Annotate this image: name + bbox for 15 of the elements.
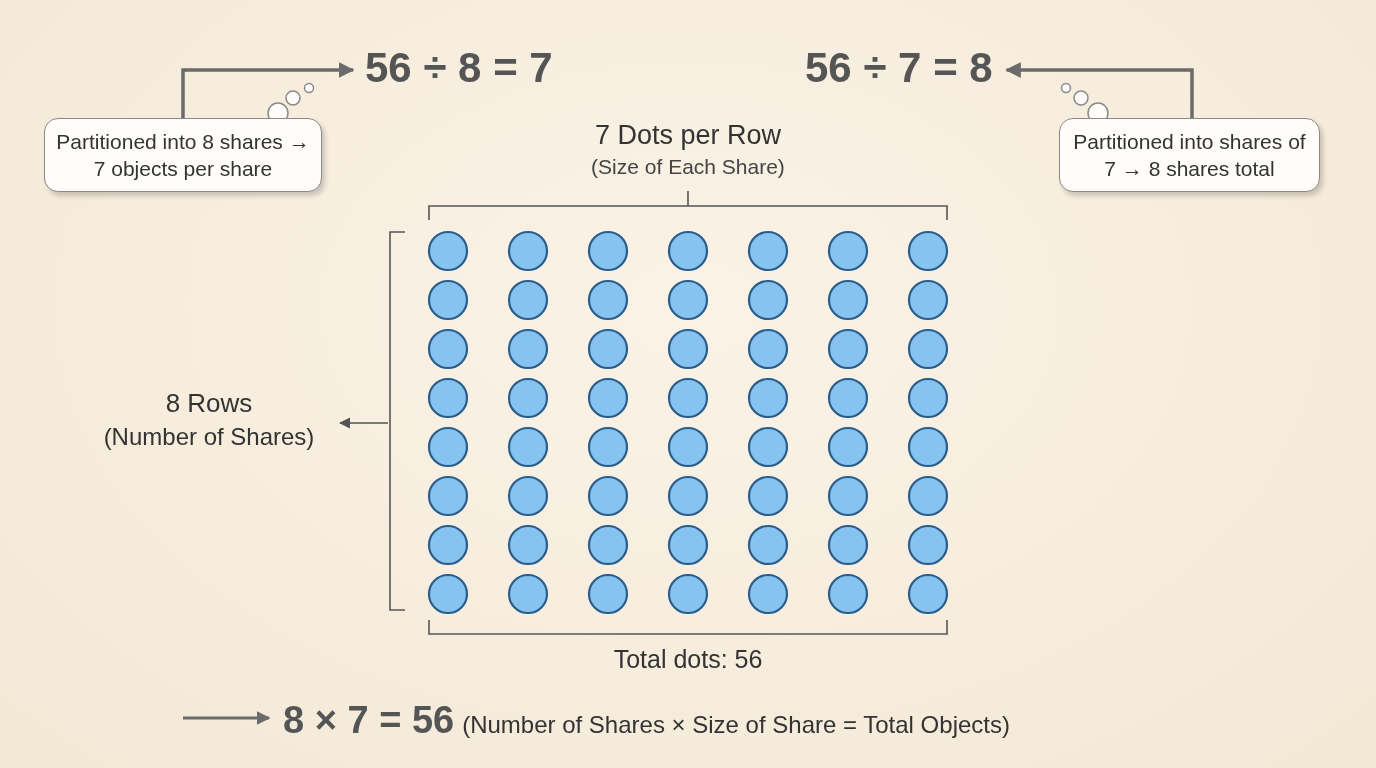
row-count-caption: (Number of Shares)	[102, 421, 316, 452]
multiplication-equation: 8 × 7 = 56	[283, 698, 455, 743]
division-equation: 56 ÷ 7 = 8	[805, 44, 993, 92]
callout-box: Partitioned into 8 shares → 7 objects per share	[44, 118, 322, 192]
callout-box: Partitioned into shares of 7 → 8 shares total	[1059, 118, 1320, 192]
arrow	[338, 417, 389, 429]
column-count-caption: (Size of Each Share)	[591, 155, 785, 179]
arrow	[1005, 62, 1194, 118]
column-count-label: 7 Dots per Row	[594, 120, 782, 151]
total-label: Total dots: 56	[613, 645, 763, 674]
arrow	[181, 62, 355, 118]
arrow	[183, 711, 271, 725]
row-count-label: 8 Rows	[164, 387, 254, 420]
division-equation: 56 ÷ 8 = 7	[365, 44, 553, 92]
equation-explanation: (Number of Shares × Size of Share = Total Objects)	[462, 710, 1010, 740]
